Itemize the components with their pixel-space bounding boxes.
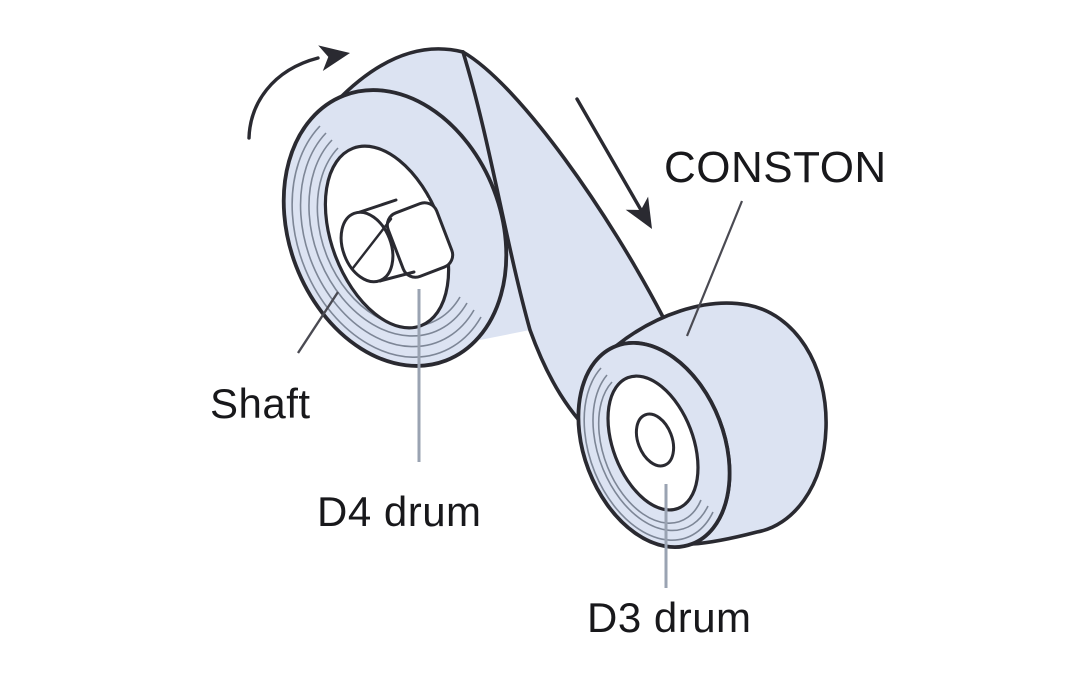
shaft-cylinder [339,198,455,284]
d4-rotation-arrow [247,45,350,140]
d4-rim-hatching [291,125,482,358]
d3-shaft-hole [634,412,676,468]
d4-drum-face [281,88,509,368]
conston-label: CONSTON [664,143,887,192]
belt-strip [461,50,665,444]
shaft-leader-line [296,291,340,354]
d3-rim-hatching [583,367,714,541]
d3-drum-face [576,341,732,549]
d3-drum-label: D3 drum [587,594,752,641]
d4-drum-label: D4 drum [317,488,482,535]
belt-direction-arrow [575,97,652,229]
conston-leader-line [685,200,744,337]
shaft-label: Shaft [210,380,311,427]
